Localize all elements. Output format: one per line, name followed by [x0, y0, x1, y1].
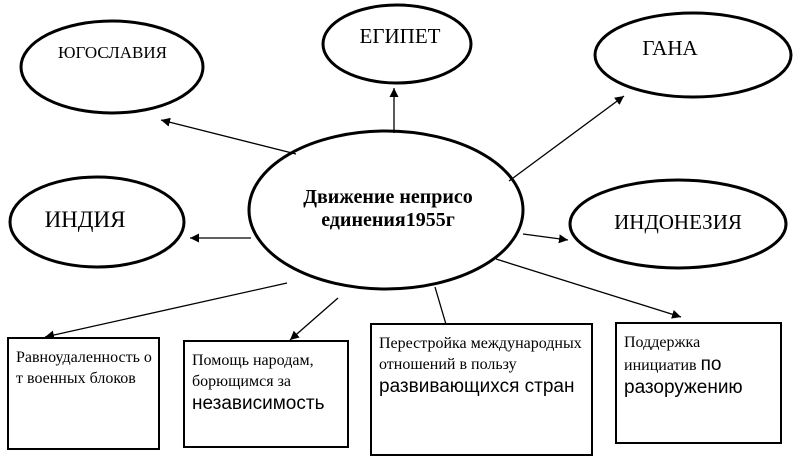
egypt-label: ЕГИПЕТ — [359, 23, 441, 48]
arrow-to-indonesia — [522, 233, 569, 244]
indonesia-label: ИНДОНЕЗИЯ — [614, 209, 742, 234]
equidistance-box: Равноудаленность от военных блоков — [7, 337, 160, 450]
center-label: Движение неприсоединения1955г — [303, 185, 473, 231]
egypt-ellipse — [321, 3, 473, 85]
arrow-to-yugoslavia — [160, 117, 297, 155]
help-box: Помощь народам, борющимся за независимос… — [183, 340, 349, 448]
arrow-to-support-box — [495, 258, 682, 319]
equidistance-text: Равноудаленность от военных блоков — [16, 349, 152, 387]
ghana-label: ГАНА — [642, 35, 698, 60]
support-text: Поддержка инициатив по — [624, 332, 774, 376]
indonesia-ellipse — [568, 178, 788, 270]
arrow-to-equidistance-box — [44, 282, 288, 340]
support-box: Поддержка инициатив по разоружению — [615, 322, 782, 444]
help-text-emphasis: независимость — [192, 393, 325, 414]
restructuring-text: Перестройка международных отношений в по… — [379, 335, 582, 373]
arrow-to-help-box — [289, 297, 339, 341]
restructuring-text-emphasis: развивающихся стран — [379, 376, 575, 397]
support-text-main: Поддержка инициатив — [624, 334, 701, 374]
help-text: Помощь народам, борющимся за — [192, 352, 314, 390]
yugoslavia-ellipse — [19, 19, 205, 115]
yugoslavia-label: ЮГОСЛАВИЯ — [57, 43, 168, 62]
center-ellipse — [247, 129, 525, 291]
ghana-ellipse — [593, 11, 793, 99]
restructuring-box: Перестройка международных отношений в по… — [370, 323, 593, 456]
india-label: ИНДИЯ — [44, 207, 126, 232]
support-text-emphasis-a: по — [700, 354, 722, 375]
arrow-to-ghana — [508, 95, 625, 182]
india-ellipse — [8, 175, 186, 269]
support-text-emphasis-b: разоружению — [624, 377, 743, 398]
